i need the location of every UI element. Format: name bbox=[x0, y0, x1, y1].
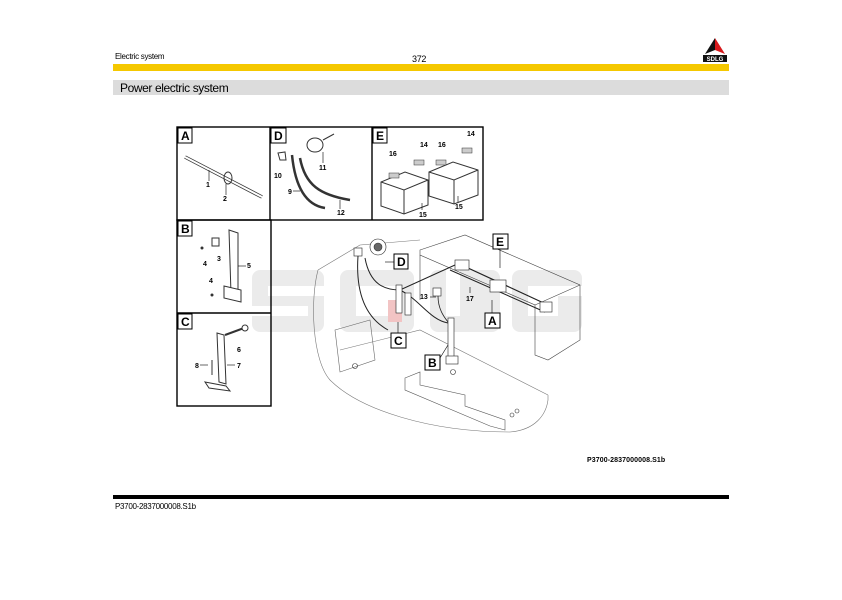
svg-text:B: B bbox=[181, 222, 190, 236]
svg-text:10: 10 bbox=[274, 173, 282, 180]
sdlg-logo: SDLG bbox=[701, 37, 729, 63]
svg-text:3: 3 bbox=[217, 256, 221, 263]
svg-text:A: A bbox=[181, 129, 190, 143]
main-view-callouts: D E A C B 13 17 bbox=[385, 233, 509, 371]
svg-text:8: 8 bbox=[195, 363, 199, 370]
svg-text:D: D bbox=[274, 129, 283, 143]
svg-text:15: 15 bbox=[419, 212, 427, 219]
svg-text:13: 13 bbox=[420, 294, 428, 301]
page-number: 372 bbox=[412, 54, 427, 64]
svg-text:6: 6 bbox=[237, 347, 241, 354]
panel-c: C 6 7 8 bbox=[177, 313, 249, 392]
svg-text:15: 15 bbox=[455, 204, 463, 211]
panel-d: D 10 11 9 12 bbox=[270, 127, 351, 217]
svg-text:C: C bbox=[181, 315, 190, 329]
svg-text:4: 4 bbox=[203, 261, 207, 268]
header-section-title: Electric system bbox=[115, 52, 165, 61]
svg-text:4: 4 bbox=[209, 278, 213, 285]
svg-text:7: 7 bbox=[237, 363, 241, 370]
figure-code: P3700-2837000008.S1b bbox=[587, 457, 666, 464]
svg-text:11: 11 bbox=[319, 165, 327, 172]
panel-b: B 3 4 5 4 bbox=[177, 220, 251, 303]
svg-text:C: C bbox=[394, 334, 403, 348]
header-accent-bar bbox=[113, 64, 729, 71]
svg-text:5: 5 bbox=[247, 263, 251, 270]
svg-text:14: 14 bbox=[420, 142, 428, 149]
svg-text:E: E bbox=[376, 129, 384, 143]
svg-text:B: B bbox=[428, 356, 437, 370]
panel-e: E 16 14 16 14 15 15 bbox=[372, 127, 479, 219]
svg-text:16: 16 bbox=[389, 151, 397, 158]
svg-text:D: D bbox=[397, 255, 406, 269]
svg-text:12: 12 bbox=[337, 210, 345, 217]
svg-text:2: 2 bbox=[223, 196, 227, 203]
svg-text:14: 14 bbox=[467, 131, 475, 138]
main-assembly-view bbox=[313, 234, 581, 433]
svg-text:1: 1 bbox=[206, 182, 210, 189]
svg-text:A: A bbox=[488, 314, 497, 328]
footer-rule bbox=[113, 495, 729, 499]
page-title: Power electric system bbox=[120, 81, 229, 95]
svg-text:9: 9 bbox=[288, 189, 292, 196]
svg-text:E: E bbox=[496, 235, 504, 249]
panel-a: A 1 2 bbox=[177, 127, 263, 203]
footer-document-code: P3700-2837000008.S1b bbox=[115, 502, 196, 511]
svg-text:16: 16 bbox=[438, 142, 446, 149]
svg-text:17: 17 bbox=[466, 296, 474, 303]
title-bar bbox=[113, 80, 729, 95]
logo-text: SDLG bbox=[707, 57, 724, 63]
detail-panels bbox=[176, 126, 484, 407]
